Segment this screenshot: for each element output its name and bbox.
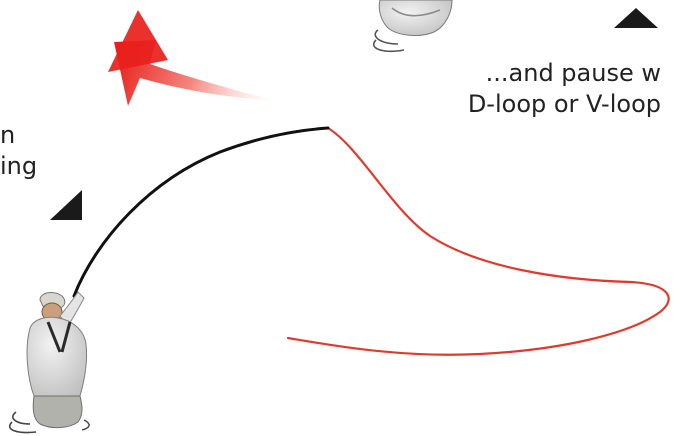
caption-pause-loop: ...and pause w D-loop or V-loop [468, 58, 661, 120]
caption-left-cropped: n ing [0, 120, 60, 182]
angler-top-figure [374, 0, 452, 51]
caption-right-line-1: ...and pause w [468, 58, 661, 89]
fishing-rod [74, 128, 328, 296]
caption-left-line-2: ing [0, 151, 58, 182]
fly-line [288, 128, 669, 355]
triangle-marker-left-icon [50, 190, 82, 220]
caption-right-line-2: D-loop or V-loop [468, 89, 661, 120]
sweep-arrow-head [108, 10, 168, 72]
angler-bottom-figure [10, 292, 89, 433]
caption-left-line-1: n [0, 120, 50, 151]
triangle-marker-right-icon [614, 8, 658, 28]
